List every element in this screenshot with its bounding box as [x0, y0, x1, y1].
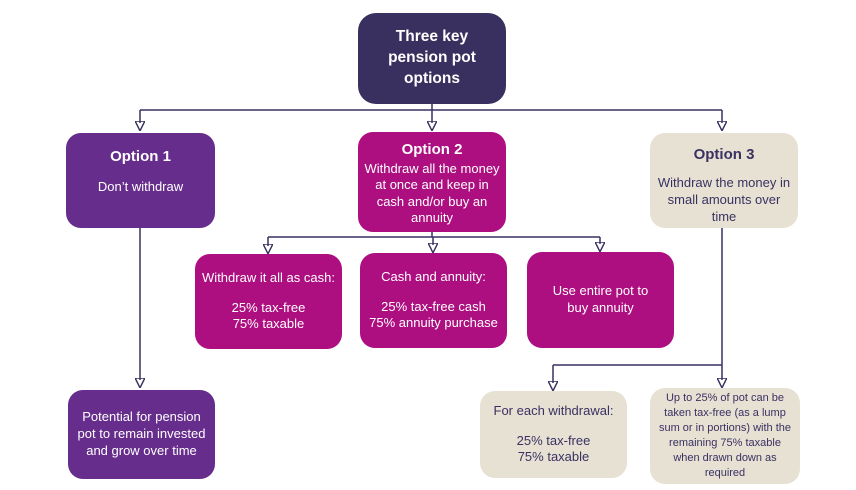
option1-result-body: Potential for pension pot to remain inve…	[77, 409, 206, 458]
option3-title: Option 3	[693, 146, 755, 163]
cash-line2: 75% taxable	[232, 316, 305, 332]
cash-heading: Withdraw it all as cash:	[202, 269, 335, 285]
root-title: Three key pension pot options	[388, 28, 476, 87]
option2-body: Withdraw all the money at once and keep …	[364, 161, 500, 225]
option1-node: Option 1 Don’t withdraw	[66, 133, 215, 228]
withdrawal-line2: 75% taxable	[517, 449, 590, 465]
annuity-body: Use entire pot to buy annuity	[552, 283, 649, 315]
option3-node: Option 3 Withdraw the money in small amo…	[650, 133, 798, 228]
drawdown-node: Up to 25% of pot can be taken tax-free (…	[650, 388, 800, 484]
withdrawal-heading: For each withdrawal:	[493, 402, 614, 418]
option3-body: Withdraw the money in small amounts over…	[657, 175, 791, 224]
option2-node: Option 2 Withdraw all the money at once …	[358, 132, 506, 232]
annuity-node: Use entire pot to buy annuity	[527, 252, 674, 348]
option1-title: Option 1	[110, 148, 171, 165]
option1-body: Don’t withdraw	[97, 179, 184, 194]
cash-line1: 25% tax-free	[231, 299, 306, 315]
option2-title: Option 2	[401, 141, 463, 158]
withdrawal-line1: 25% tax-free	[516, 432, 591, 448]
root-node: Three key pension pot options	[358, 13, 506, 104]
cash-annuity-line1: 25% tax-free cash	[381, 298, 486, 314]
cash-annuity-heading: Cash and annuity:	[381, 268, 486, 284]
cash-annuity-line2: 75% annuity purchase	[369, 315, 498, 331]
option1-result-node: Potential for pension pot to remain inve…	[68, 390, 215, 479]
drawdown-body: Up to 25% of pot can be taken tax-free (…	[658, 392, 792, 479]
